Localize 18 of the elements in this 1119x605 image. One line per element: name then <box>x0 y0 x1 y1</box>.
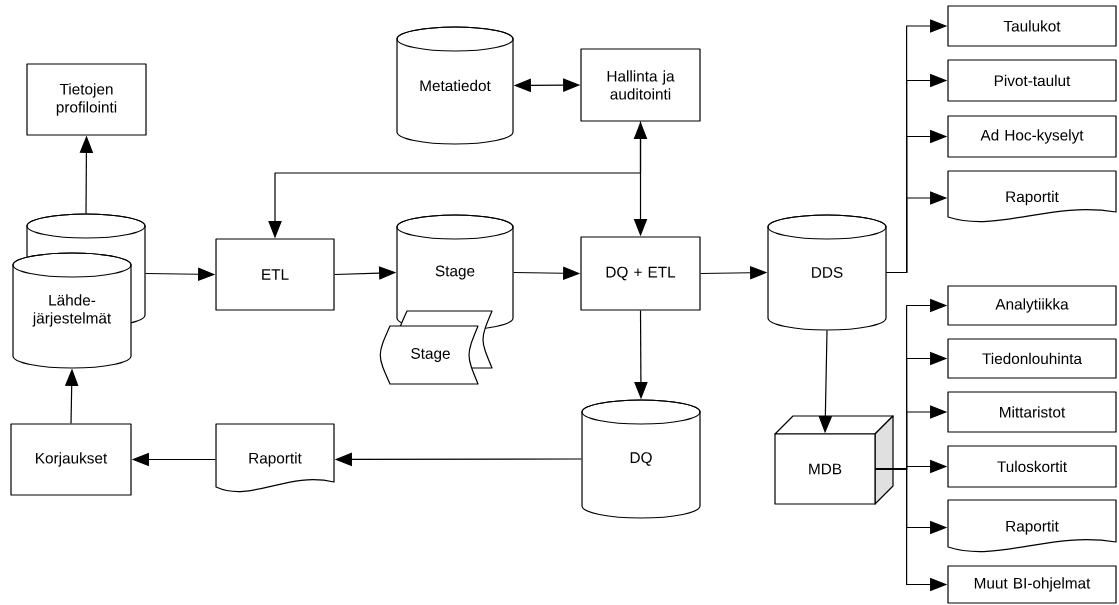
process-box: Analytiikka <box>947 285 1117 326</box>
database-cylinder: DDS <box>767 214 887 331</box>
process-box: ETL <box>215 238 335 311</box>
process-box: Mittaristot <box>947 391 1117 433</box>
process-box: Pivot-taulut <box>947 59 1117 102</box>
process-box: Tietojen profilointi <box>26 63 147 136</box>
database-cylinder: DQ <box>581 399 701 519</box>
process-box: Tuloskortit <box>947 445 1117 488</box>
process-box: Ad Hoc-kyselyt <box>947 115 1117 158</box>
process-box: Taulukot <box>947 5 1117 47</box>
process-box: Tiedonlouhinta <box>947 338 1117 379</box>
process-box: Muut BI-ohjelmat <box>947 565 1117 604</box>
database-cylinder: Metatiedot <box>396 26 514 145</box>
tape-stack: Stage <box>379 310 493 385</box>
process-box: DQ + ETL <box>580 236 701 311</box>
database-stack: Lähde-järjestelmät <box>12 213 146 369</box>
process-box: Korjaukset <box>10 423 132 496</box>
process-box: Hallinta ja auditointi <box>580 48 701 122</box>
